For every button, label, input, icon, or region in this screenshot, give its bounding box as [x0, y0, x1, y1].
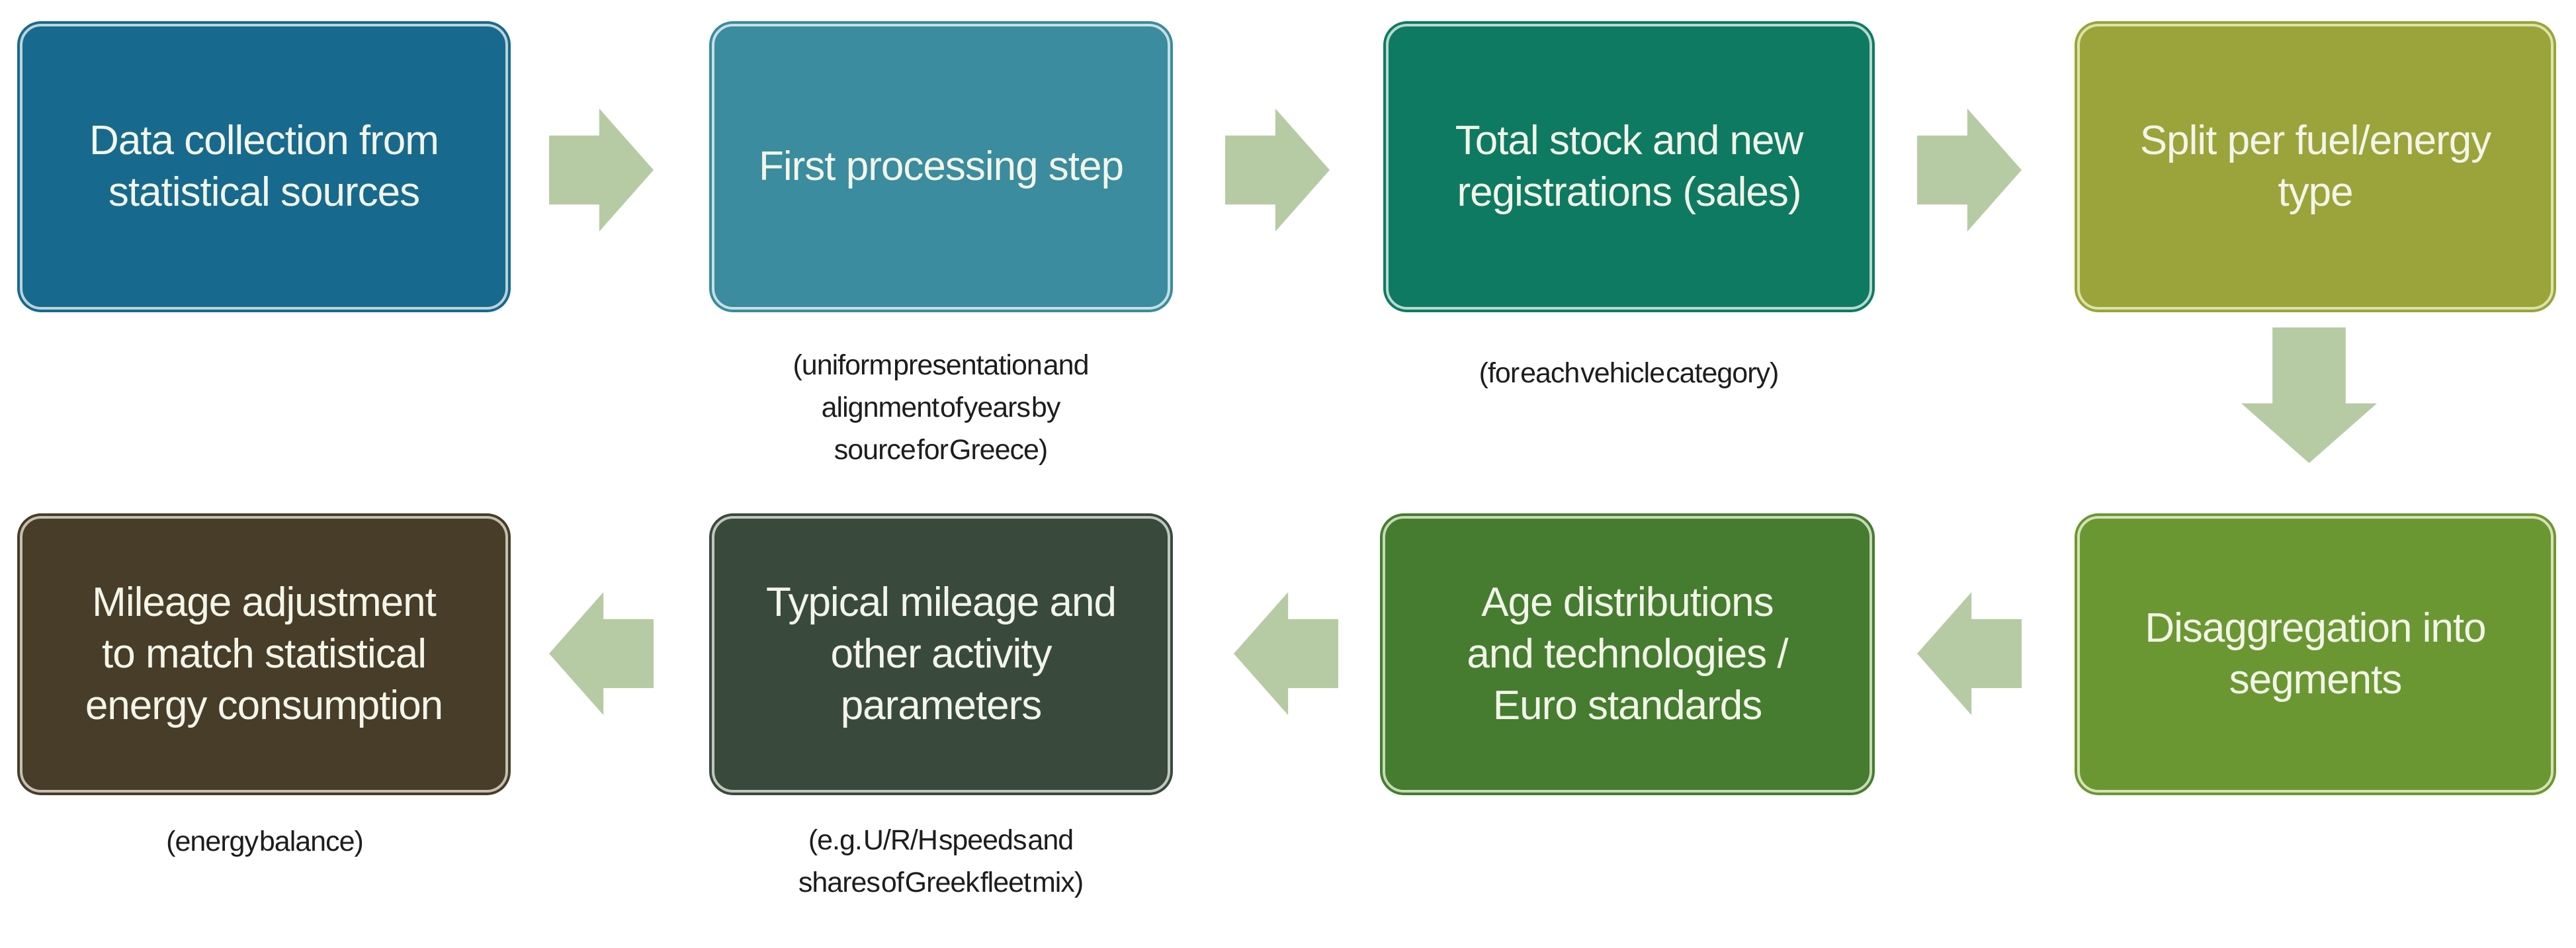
- arrow-right-icon: [1917, 108, 2022, 232]
- arrow-down-icon: [2241, 327, 2377, 463]
- box-first-processing: First processing step: [712, 24, 1170, 310]
- caption-mileage-adjustment: (energy balance): [166, 826, 364, 857]
- arrow-right-icon: [1225, 108, 1330, 232]
- arrow-left-icon: [1234, 592, 1338, 715]
- caption-typical-mileage: (e.g. U/R/H speeds and shares of Greek f…: [798, 824, 1084, 898]
- box-disaggregation: Disaggregation into segments: [2077, 516, 2554, 793]
- box-split-fuel-label: Split per fuel/energy type: [2139, 118, 2491, 215]
- box-data-collection-label: Data collection from statistical sources: [89, 118, 439, 215]
- box-typical-mileage-label: Typical mileage and other activity param…: [766, 580, 1117, 728]
- box-total-stock: Total stock and new registrations (sales…: [1386, 24, 1872, 310]
- box-age-distributions-label: Age distributions and technologies / Eur…: [1467, 580, 1788, 728]
- box-first-processing-label: First processing step: [759, 144, 1124, 189]
- box-total-stock-label: Total stock and new registrations (sales…: [1455, 118, 1804, 215]
- caption-first-processing: (uniform presentation and alignment of y…: [793, 349, 1089, 466]
- box-mileage-adjustment: Mileage adjustment to match statistical …: [20, 516, 508, 793]
- arrow-left-icon: [549, 592, 654, 715]
- box-split-fuel: Split per fuel/energy type: [2077, 24, 2554, 310]
- box-data-collection: Data collection from statistical sources: [20, 24, 508, 310]
- box-disaggregation-label: Disaggregation into segments: [2145, 605, 2486, 703]
- caption-total-stock: (for each vehicle category): [1479, 357, 1780, 389]
- box-age-distributions: Age distributions and technologies / Eur…: [1383, 516, 1872, 793]
- arrow-right-icon: [549, 108, 654, 232]
- box-mileage-adjustment-label: Mileage adjustment to match statistical …: [85, 580, 443, 728]
- arrow-left-icon: [1917, 592, 2022, 715]
- box-typical-mileage: Typical mileage and other activity param…: [712, 516, 1170, 793]
